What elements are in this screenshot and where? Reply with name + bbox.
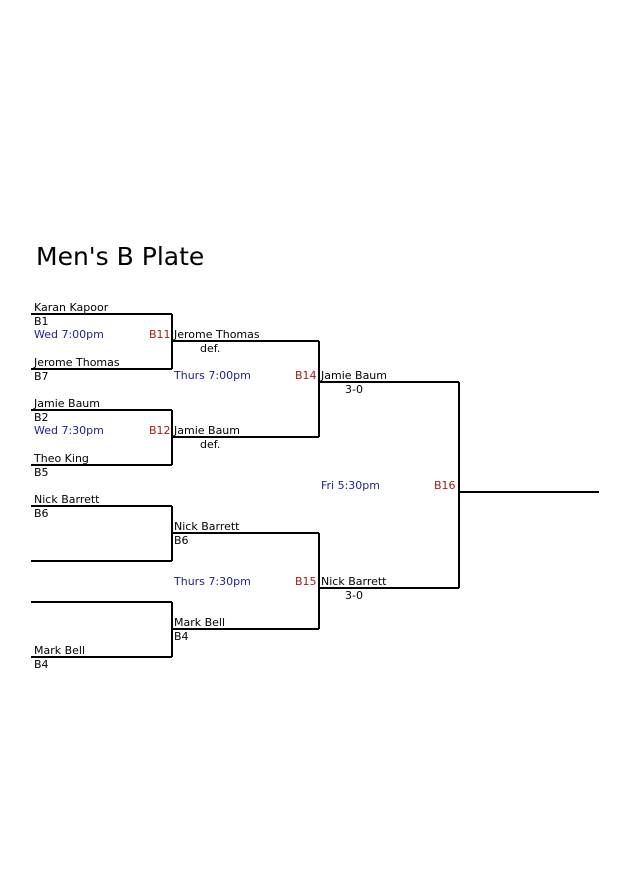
slot4-seed: B5 <box>34 466 49 479</box>
b11-winner: Jerome Thomas <box>174 328 260 341</box>
bye2-name: Mark Bell <box>174 616 226 629</box>
b11-result: def. <box>200 342 221 355</box>
b15-time: Thurs 7:30pm <box>174 575 251 588</box>
page-title: Men's B Plate <box>36 242 205 271</box>
b16-match-id: B16 <box>434 479 456 492</box>
bye1-name: Nick Barrett <box>174 520 240 533</box>
b12-time: Wed 7:30pm <box>34 424 104 437</box>
slot3-seed: B2 <box>34 411 49 424</box>
slot3-name: Jamie Baum <box>34 397 100 410</box>
b11-match-id: B11 <box>149 328 171 341</box>
b12-result: def. <box>200 438 221 451</box>
b12-match-id: B12 <box>149 424 171 437</box>
bye2-seed: B4 <box>174 630 189 643</box>
b16-time: Fri 5:30pm <box>321 479 381 492</box>
slot2-seed: B7 <box>34 370 49 383</box>
b15-winner: Nick Barrett <box>321 575 387 588</box>
bye1-seed: B6 <box>174 534 189 547</box>
b14-result: 3-0 <box>345 383 363 396</box>
b11-time: Wed 7:00pm <box>34 328 104 341</box>
b14-match-id: B14 <box>295 369 317 382</box>
slot6-name: Mark Bell <box>34 644 86 657</box>
b14-winner: Jamie Baum <box>321 369 387 382</box>
slot4-name: Theo King <box>34 452 89 465</box>
slot1-name: Karan Kapoor <box>34 301 109 314</box>
slot1-seed: B1 <box>34 315 49 328</box>
b15-result: 3-0 <box>345 589 363 602</box>
slot5-seed: B6 <box>34 507 49 520</box>
slot2-name: Jerome Thomas <box>34 356 120 369</box>
slot5-name: Nick Barrett <box>34 493 100 506</box>
slot6-seed: B4 <box>34 658 49 671</box>
b12-winner: Jamie Baum <box>174 424 240 437</box>
b14-time: Thurs 7:00pm <box>174 369 251 382</box>
b15-match-id: B15 <box>295 575 317 588</box>
